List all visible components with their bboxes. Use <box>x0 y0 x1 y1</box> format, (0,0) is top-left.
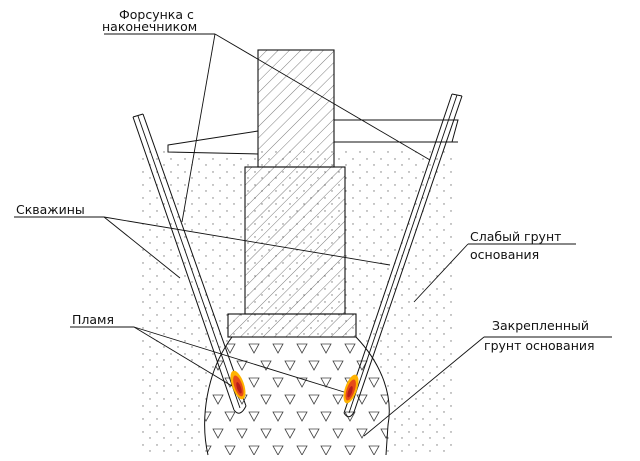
triangle-mark-icon <box>344 343 356 354</box>
triangle-mark-icon <box>320 377 332 388</box>
triangle-mark-icon <box>236 428 248 439</box>
label-weak-soil-line2: основания <box>470 247 539 262</box>
triangle-mark-icon <box>260 360 272 371</box>
triangle-mark-icon <box>224 343 236 354</box>
triangle-mark-icon <box>248 445 260 455</box>
label-wells: Скважины <box>16 202 85 217</box>
ground-plate-right <box>334 119 459 143</box>
label-fixed-soil-line2: грунт основания <box>484 338 595 353</box>
flame-icon <box>343 374 359 404</box>
label-nozzle-line1: Форсунка с <box>119 7 194 22</box>
triangle-mark-icon <box>296 411 308 422</box>
label-nozzle-line2: наконечником <box>102 19 197 34</box>
triangle-mark-icon <box>296 343 308 354</box>
triangle-mark-icon <box>248 411 260 422</box>
well-left <box>132 113 247 414</box>
triangle-mark-icon <box>284 360 296 371</box>
triangle-mark-icon <box>368 411 380 422</box>
strengthened-soil-bulb <box>204 336 390 456</box>
triangle-mark-icon <box>308 360 320 371</box>
triangle-mark-icon <box>272 377 284 388</box>
triangle-mark-icon <box>248 377 260 388</box>
triangle-mark-icon <box>332 428 344 439</box>
triangle-mark-icon <box>272 343 284 354</box>
triangle-mark-icon <box>296 445 308 455</box>
triangle-mark-icon <box>284 428 296 439</box>
triangle-mark-icon <box>296 377 308 388</box>
triangle-mark-icon <box>272 411 284 422</box>
triangle-mark-icon <box>272 445 284 455</box>
triangle-mark-icon <box>320 343 332 354</box>
foundation <box>227 49 357 338</box>
well-right <box>343 93 463 418</box>
triangle-mark-icon <box>356 394 368 405</box>
label-weak-soil-line1: Слабый грунт <box>470 229 561 244</box>
triangle-mark-icon <box>224 411 236 422</box>
triangle-mark-icon <box>212 394 224 405</box>
triangle-mark-icon <box>320 445 332 455</box>
triangle-mark-icon <box>368 445 380 455</box>
label-flame: Пламя <box>72 312 114 327</box>
triangle-mark-icon <box>332 360 344 371</box>
triangle-mark-icon <box>204 411 212 422</box>
triangle-mark-icon <box>248 343 260 354</box>
triangle-mark-icon <box>236 360 248 371</box>
triangle-mark-icon <box>356 428 368 439</box>
triangle-mark-icon <box>260 428 272 439</box>
triangle-mark-icon <box>308 428 320 439</box>
triangle-mark-icon <box>344 445 356 455</box>
triangle-mark-icon <box>332 394 344 405</box>
triangle-mark-icon <box>284 394 296 405</box>
triangle-mark-icon <box>224 445 236 455</box>
triangle-mark-icon <box>308 394 320 405</box>
triangle-mark-icon <box>260 394 272 405</box>
triangle-mark-icon <box>320 411 332 422</box>
flame-icon <box>230 370 246 400</box>
triangle-mark-icon <box>212 428 224 439</box>
triangle-mark-icon <box>368 377 380 388</box>
label-fixed-soil-line1: Закрепленный <box>492 318 589 333</box>
leader-lines <box>14 33 612 437</box>
